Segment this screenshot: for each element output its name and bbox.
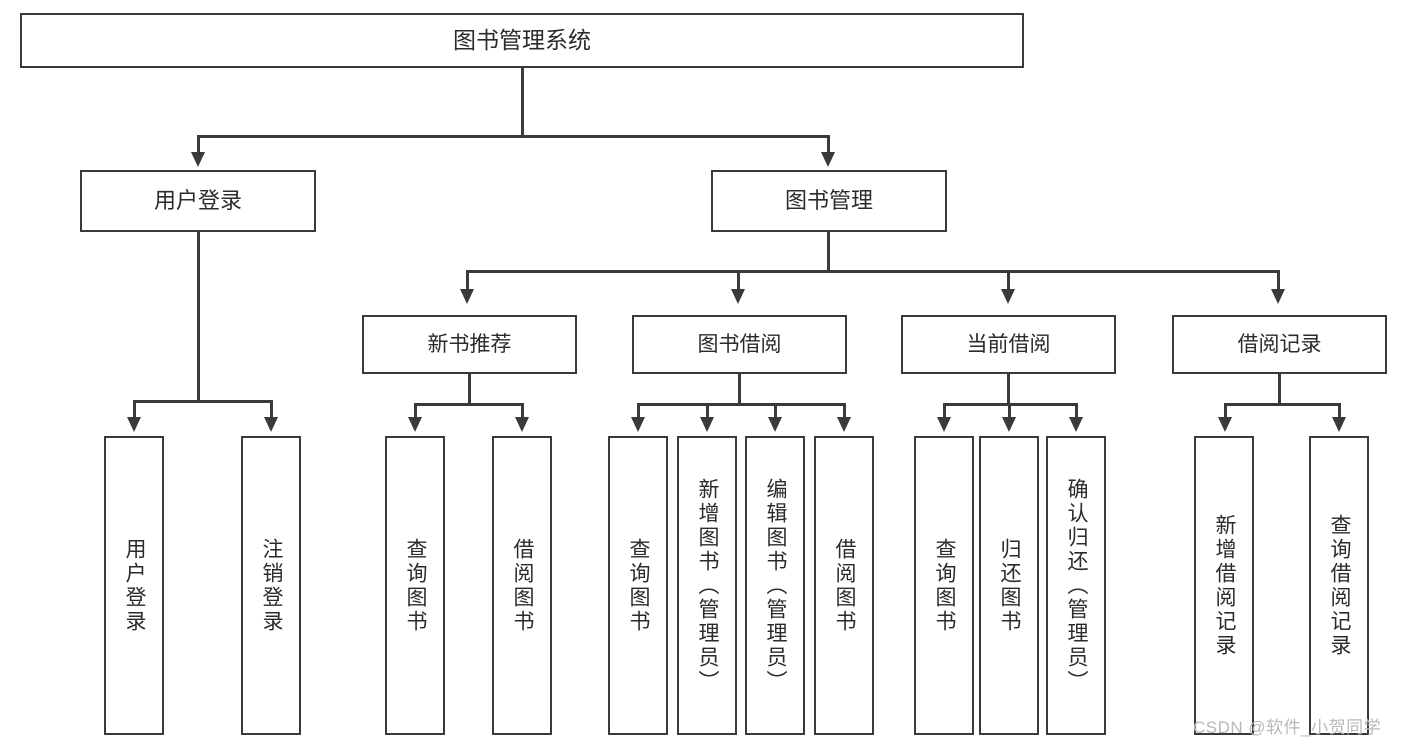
connector-borrow-record-bus <box>1224 403 1340 406</box>
connector-bb-leaf-1 <box>637 403 640 418</box>
connector-cb-leaf-2 <box>1008 403 1011 418</box>
leaf-bb-edit-book-admin[interactable]: 编辑图书（管理员） <box>745 436 805 735</box>
connector-book-management-stem <box>827 232 830 272</box>
node-book-borrow[interactable]: 图书借阅 <box>632 315 847 374</box>
leaf-user-login[interactable]: 用户登录 <box>104 436 164 735</box>
connector-br-leaf-2 <box>1338 403 1341 418</box>
arrowhead-br-leaf-1 <box>1218 417 1232 432</box>
arrowhead-current-borrow <box>1001 289 1015 304</box>
connector-new-book-recommend-stem <box>468 374 471 405</box>
connector-book-borrow-stem <box>738 374 741 405</box>
node-label: 图书管理系统 <box>453 26 591 53</box>
connector-bb-leaf-2 <box>706 403 709 418</box>
node-borrow-record[interactable]: 借阅记录 <box>1172 315 1387 374</box>
leaf-label: 新增借阅记录 <box>1213 513 1237 658</box>
leaf-br-add-record[interactable]: 新增借阅记录 <box>1194 436 1254 735</box>
leaf-label: 确认归还（管理员） <box>1065 477 1089 694</box>
leaf-label: 借阅图书 <box>511 537 535 634</box>
arrowhead-cb-leaf-3 <box>1069 417 1083 432</box>
arrowhead-leaf-user-login <box>127 417 141 432</box>
connector-level3-bus <box>466 270 1280 273</box>
csdn-watermark: CSDN @软件_小贺同学 <box>1193 718 1382 737</box>
leaf-cb-query-book[interactable]: 查询图书 <box>914 436 974 735</box>
arrowhead-nbr-leaf-1 <box>408 417 422 432</box>
connector-root-stem <box>521 68 524 137</box>
node-current-borrow[interactable]: 当前借阅 <box>901 315 1116 374</box>
node-label: 图书借阅 <box>697 332 782 356</box>
node-book-management[interactable]: 图书管理 <box>711 170 947 232</box>
arrowhead-cb-leaf-2 <box>1002 417 1016 432</box>
leaf-cb-confirm-return-admin[interactable]: 确认归还（管理员） <box>1046 436 1106 735</box>
arrowhead-bb-leaf-4 <box>837 417 851 432</box>
leaf-label: 用户登录 <box>123 537 147 634</box>
connector-bb-leaf-3 <box>774 403 777 418</box>
leaf-label: 新增图书（管理员） <box>696 477 720 694</box>
node-label: 新书推荐 <box>427 332 512 356</box>
arrowhead-book-borrow <box>731 289 745 304</box>
node-label: 当前借阅 <box>966 332 1051 356</box>
leaf-nbr-query-book[interactable]: 查询图书 <box>385 436 445 735</box>
leaf-label: 查询图书 <box>627 537 651 634</box>
connector-new-book-recommend-bus <box>414 403 523 406</box>
arrowhead-new-book-recommend <box>460 289 474 304</box>
node-user-login[interactable]: 用户登录 <box>80 170 316 232</box>
connector-br-leaf-1 <box>1224 403 1227 418</box>
leaf-label: 查询借阅记录 <box>1328 513 1352 658</box>
connector-cb-leaf-1 <box>943 403 946 418</box>
leaf-label: 查询图书 <box>404 537 428 634</box>
connector-cb-leaf-3 <box>1075 403 1078 418</box>
connector-book-borrow-bus <box>637 403 845 406</box>
node-root-book-management-system[interactable]: 图书管理系统 <box>20 13 1024 68</box>
leaf-br-query-record[interactable]: 查询借阅记录 <box>1309 436 1369 735</box>
arrowhead-user-login <box>191 152 205 167</box>
leaf-label: 借阅图书 <box>833 537 857 634</box>
connector-root-to-user-login <box>197 135 200 153</box>
arrowhead-bb-leaf-2 <box>700 417 714 432</box>
connector-to-book-borrow <box>737 270 740 290</box>
connector-to-new-book-recommend <box>466 270 469 290</box>
connector-borrow-record-stem <box>1278 374 1281 405</box>
connector-to-borrow-record <box>1277 270 1280 290</box>
arrowhead-br-leaf-2 <box>1332 417 1346 432</box>
leaf-nbr-borrow-book[interactable]: 借阅图书 <box>492 436 552 735</box>
leaf-bb-borrow-book[interactable]: 借阅图书 <box>814 436 874 735</box>
connector-root-bus <box>197 135 827 138</box>
leaf-bb-query-book[interactable]: 查询图书 <box>608 436 668 735</box>
connector-user-login-stem <box>197 232 200 402</box>
arrowhead-borrow-record <box>1271 289 1285 304</box>
leaf-label: 查询图书 <box>933 537 957 634</box>
node-label: 图书管理 <box>784 187 873 213</box>
connector-user-login-leaf-1 <box>133 400 136 418</box>
connector-user-login-bus <box>133 400 272 403</box>
leaf-bb-add-book-admin[interactable]: 新增图书（管理员） <box>677 436 737 735</box>
arrowhead-bb-leaf-3 <box>768 417 782 432</box>
leaf-cb-return-book[interactable]: 归还图书 <box>979 436 1039 735</box>
node-new-book-recommend[interactable]: 新书推荐 <box>362 315 577 374</box>
leaf-logout[interactable]: 注销登录 <box>241 436 301 735</box>
arrowhead-cb-leaf-1 <box>937 417 951 432</box>
arrowhead-bb-leaf-1 <box>631 417 645 432</box>
connector-user-login-leaf-2 <box>270 400 273 418</box>
connector-to-current-borrow <box>1007 270 1010 290</box>
connector-current-borrow-stem <box>1007 374 1010 405</box>
leaf-label: 注销登录 <box>260 537 284 634</box>
connector-nbr-leaf-1 <box>414 403 417 418</box>
arrowhead-leaf-logout <box>264 417 278 432</box>
arrowhead-nbr-leaf-2 <box>515 417 529 432</box>
arrowhead-book-management <box>821 152 835 167</box>
connector-nbr-leaf-2 <box>521 403 524 418</box>
connector-bb-leaf-4 <box>843 403 846 418</box>
connector-root-to-book-management <box>827 135 830 153</box>
leaf-label: 归还图书 <box>998 537 1022 634</box>
node-label: 借阅记录 <box>1237 332 1322 356</box>
node-label: 用户登录 <box>153 187 242 213</box>
leaf-label: 编辑图书（管理员） <box>764 477 788 694</box>
